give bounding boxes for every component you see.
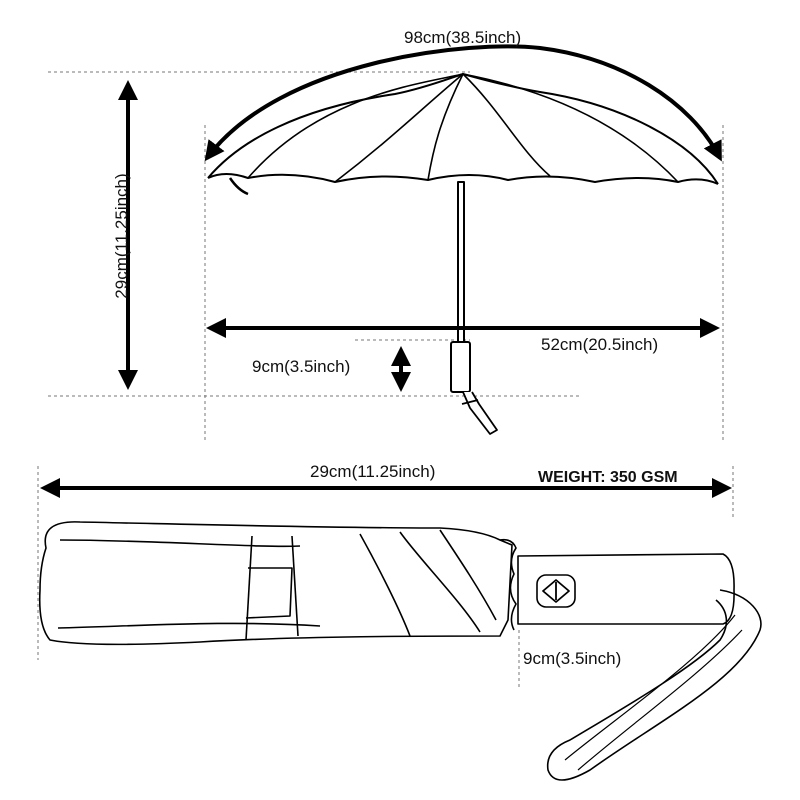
folded-handle <box>517 553 735 625</box>
guide-lines-top <box>48 71 724 440</box>
arc-span-arrow <box>204 44 722 162</box>
strap <box>462 391 498 435</box>
width-label: 52cm(20.5inch) <box>541 335 659 354</box>
dimension-arrows-top <box>118 44 722 392</box>
arc-span-label: 98cm(38.5inch) <box>404 28 522 47</box>
folded-umbrella-drawing <box>38 521 762 781</box>
canopy-hem <box>207 173 719 185</box>
folded-body <box>38 521 513 646</box>
handle-length-label: 9cm(3.5inch) <box>252 357 351 376</box>
guide-lines-bottom <box>37 466 734 690</box>
weight-label: WEIGHT: 350 GSM <box>538 469 678 486</box>
height-label: 29cm(11.25inch) <box>112 173 131 299</box>
folded-length-label: 29cm(11.25inch) <box>310 462 436 481</box>
canopy-top <box>207 73 719 185</box>
open-umbrella-drawing <box>207 73 719 435</box>
folded-handle-label: 9cm(3.5inch) <box>523 649 622 668</box>
folded-strap <box>546 589 762 781</box>
handle <box>450 341 471 393</box>
